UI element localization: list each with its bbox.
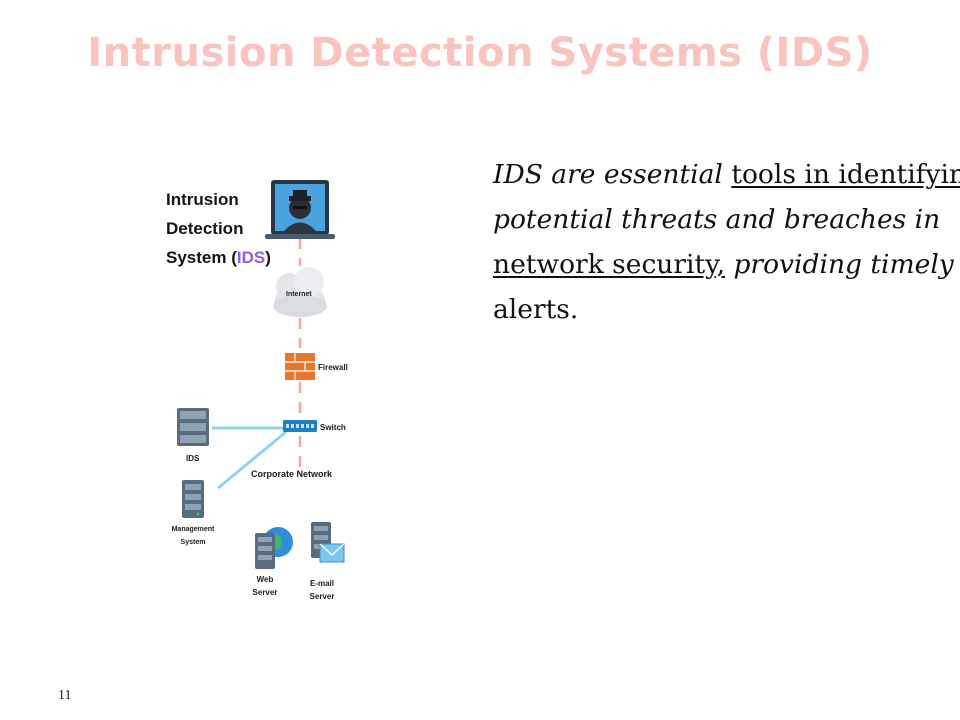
diagram-title-suffix: ) (265, 248, 271, 267)
ids-server-icon (177, 408, 209, 446)
body-line-2: potential threats and breaches in (493, 197, 940, 242)
management-system-label: Management System (168, 523, 218, 549)
corporate-network-label: Corporate Network (251, 469, 333, 479)
slide-title: Intrusion Detection Systems (IDS) (87, 30, 873, 76)
switch-label: Switch (320, 423, 346, 432)
email-server-label: E-mail Server (304, 577, 340, 603)
email-label-line1: E-mail (309, 579, 334, 588)
diagram-title-line2: Detection (166, 219, 244, 238)
switch-icon (283, 420, 317, 432)
management-server-icon (182, 480, 204, 518)
web-server-label: Web Server (248, 573, 282, 599)
web-server-icon (255, 527, 293, 569)
management-label-line1: Management (171, 526, 215, 533)
firewall-label: Firewall (318, 363, 348, 372)
diagram-title: Intrusion Detection System (IDS) (166, 185, 286, 272)
body-line-3: network security, providing timely (493, 242, 954, 287)
hacker-laptop-icon (265, 180, 335, 239)
ids-network-diagram: Intrusion Detection System (IDS) Interne… (150, 170, 380, 620)
body-line-4: alerts. (493, 287, 933, 332)
web-label-line1: Web (256, 575, 274, 584)
internet-label: Internet (286, 291, 312, 298)
body-seg-3: potential threats and breaches in (493, 204, 941, 235)
page-number: 11 (58, 688, 72, 703)
body-seg-1: IDS are essential (493, 159, 732, 190)
body-seg-6: alerts. (493, 294, 579, 325)
web-label-line2: Server (252, 588, 278, 597)
diagram-title-line1: Intrusion (166, 190, 239, 209)
management-label-line2: System (180, 539, 206, 546)
diagram-title-line3: System (IDS) (166, 243, 286, 272)
internet-cloud-icon (273, 267, 327, 317)
link-lines (212, 426, 287, 490)
diagram-graphics (177, 180, 345, 569)
firewall-icon (285, 353, 315, 380)
body-seg-2: tools in identifying (731, 159, 960, 190)
email-label-line2: Server (309, 592, 335, 601)
email-server-icon (311, 522, 345, 563)
body-seg-4: network security, (493, 249, 726, 280)
body-seg-5: providing timely (725, 249, 954, 280)
body-line-1: IDS are essential tools in identifying (493, 152, 960, 197)
link-management-switch (217, 430, 287, 490)
diagram-title-prefix: System ( (166, 248, 237, 267)
body-paragraph: IDS are essential tools in identifying p… (493, 152, 960, 332)
diagram-title-accent: IDS (236, 248, 266, 267)
ids-label: IDS (186, 454, 200, 463)
